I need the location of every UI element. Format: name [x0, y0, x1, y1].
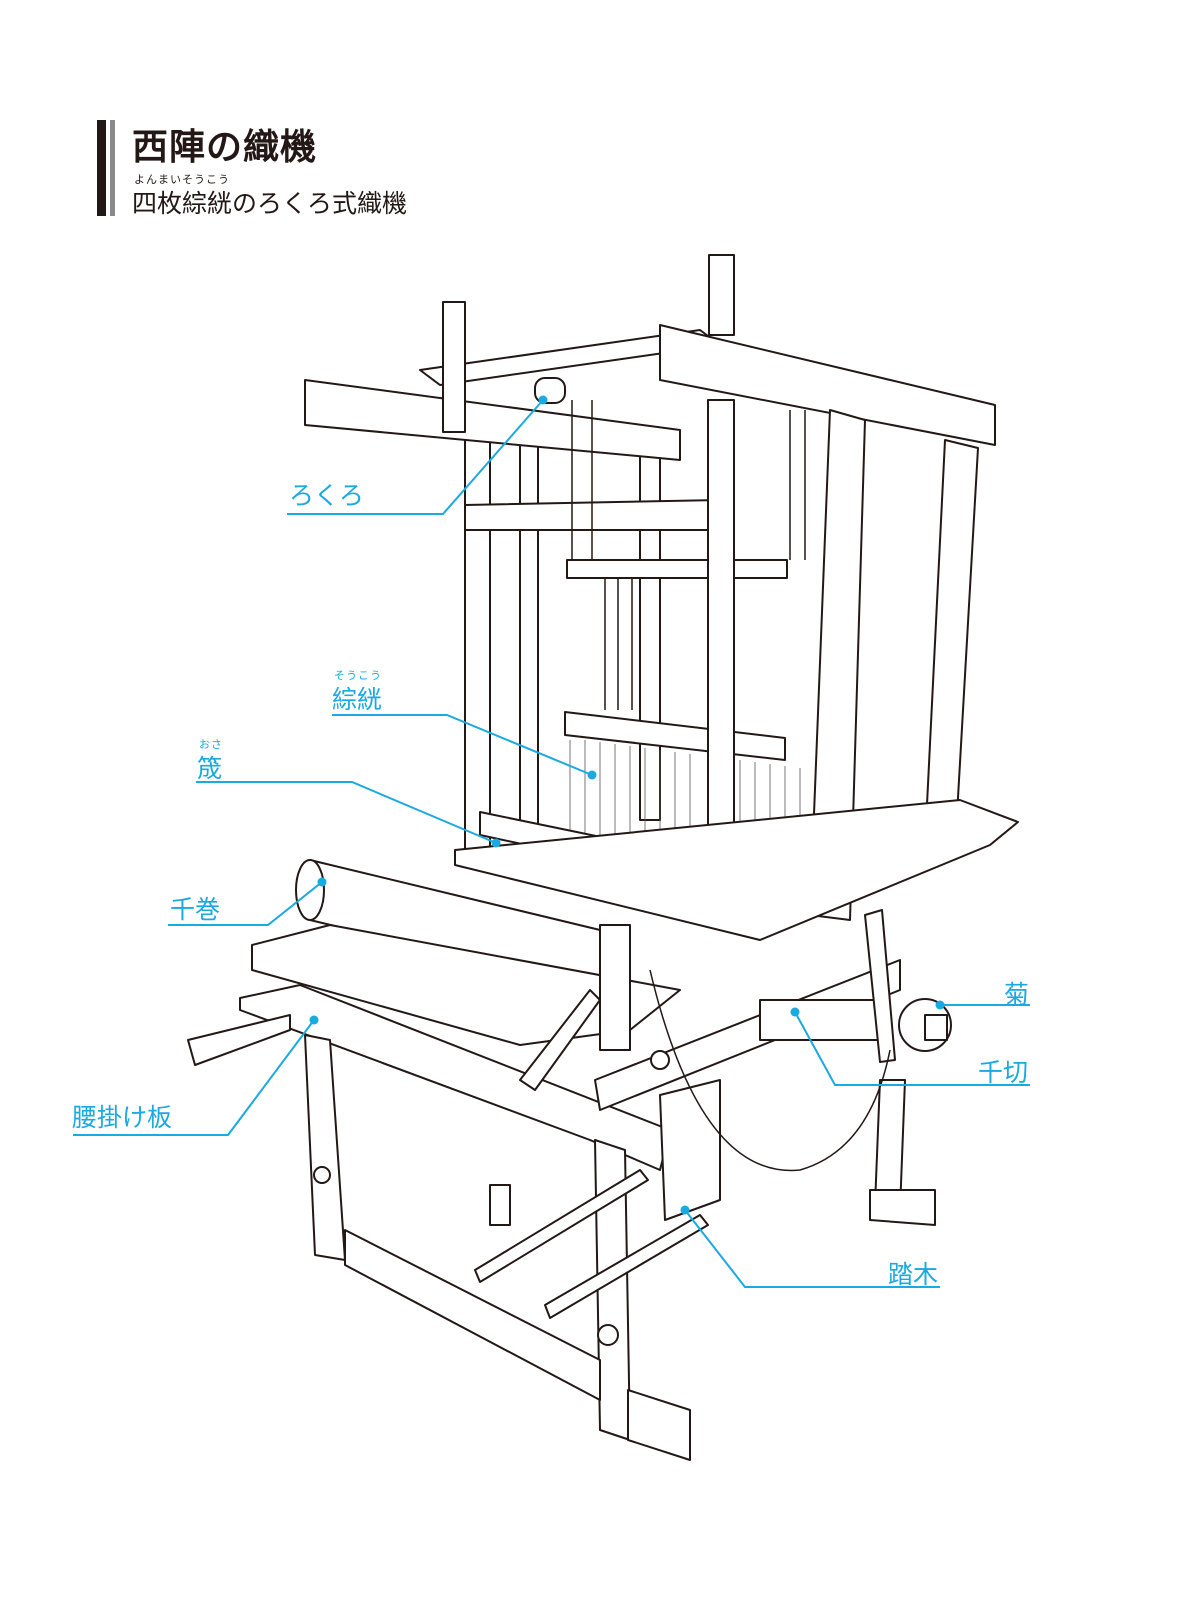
- title-bar-dark: [97, 120, 106, 216]
- leader-rokuro: [287, 399, 544, 515]
- label-rokuro: ろくろ: [289, 481, 365, 510]
- loom-bed: [454, 799, 1019, 941]
- front-stand: [599, 924, 631, 1051]
- seat-board: [239, 984, 671, 1171]
- leader-osa: [196, 781, 497, 844]
- leader-chigiri: [794, 1011, 1030, 1086]
- label-chimaki: 千巻: [170, 895, 221, 924]
- top-left-beam: [304, 379, 681, 461]
- dot-chigiri: [790, 1007, 800, 1017]
- leader-koshikakeita: [73, 1019, 315, 1136]
- dot-fumiki: [680, 1205, 690, 1215]
- dot-kiku: [935, 1000, 945, 1010]
- treadle-1: [474, 1169, 649, 1283]
- top-post-right: [708, 254, 735, 336]
- label-kiku: 菊: [1004, 980, 1030, 1009]
- treadle-hanger: [659, 1079, 721, 1221]
- label-chigiri: 千切: [978, 1058, 1029, 1087]
- dot-soukou: [587, 770, 597, 780]
- gear-lever: [864, 909, 896, 1063]
- page-title: 西陣の織機: [132, 127, 318, 168]
- title-bar-gray: [110, 120, 115, 216]
- dot-osa: [491, 838, 501, 848]
- side-lever: [187, 1014, 291, 1066]
- heddle-cords: [571, 400, 806, 710]
- gear-hub: [924, 1014, 948, 1041]
- peg-3: [650, 1050, 670, 1070]
- label-soukou: 綜絖: [332, 685, 383, 714]
- treadle-2: [544, 1214, 709, 1319]
- cord: [649, 969, 891, 1172]
- leader-fumiki: [684, 1209, 940, 1288]
- front-right-post: [809, 409, 866, 921]
- top-right-beam: [659, 324, 996, 446]
- dot-chimaki: [317, 877, 327, 887]
- peg-1: [597, 1324, 619, 1346]
- label-koshikakeita: 腰掛け板: [72, 1103, 173, 1132]
- subtitle-ruby: よんまいそうこう: [134, 173, 230, 186]
- treadle-block: [489, 1184, 511, 1226]
- ruby-soukou: そうこう: [334, 669, 382, 682]
- label-osa: 筬: [197, 754, 223, 783]
- back-right-leg: [924, 439, 979, 851]
- warp-beam-chigiri: [759, 999, 881, 1041]
- dot-rokuro: [538, 395, 548, 405]
- label-fumiki: 踏木: [888, 1260, 939, 1289]
- page-subtitle: 四枚綜絖のろくろ式織機: [132, 189, 408, 218]
- leader-soukou: [332, 714, 593, 776]
- ruby-osa: おさ: [199, 738, 223, 751]
- brake-lever: [519, 989, 601, 1091]
- leader-chimaki: [168, 881, 323, 926]
- foot-block: [627, 1389, 691, 1461]
- peg-2: [313, 1166, 331, 1184]
- top-post-left: [442, 301, 466, 433]
- cloth-beam-end: [295, 859, 325, 921]
- rear-foot-block: [869, 1189, 936, 1226]
- heddle-bar: [566, 559, 788, 579]
- dot-koshikakeita: [309, 1015, 319, 1025]
- callout-leaders: [73, 395, 1030, 1288]
- bottom-rail: [344, 1229, 601, 1401]
- front-left-leg: [304, 1034, 346, 1261]
